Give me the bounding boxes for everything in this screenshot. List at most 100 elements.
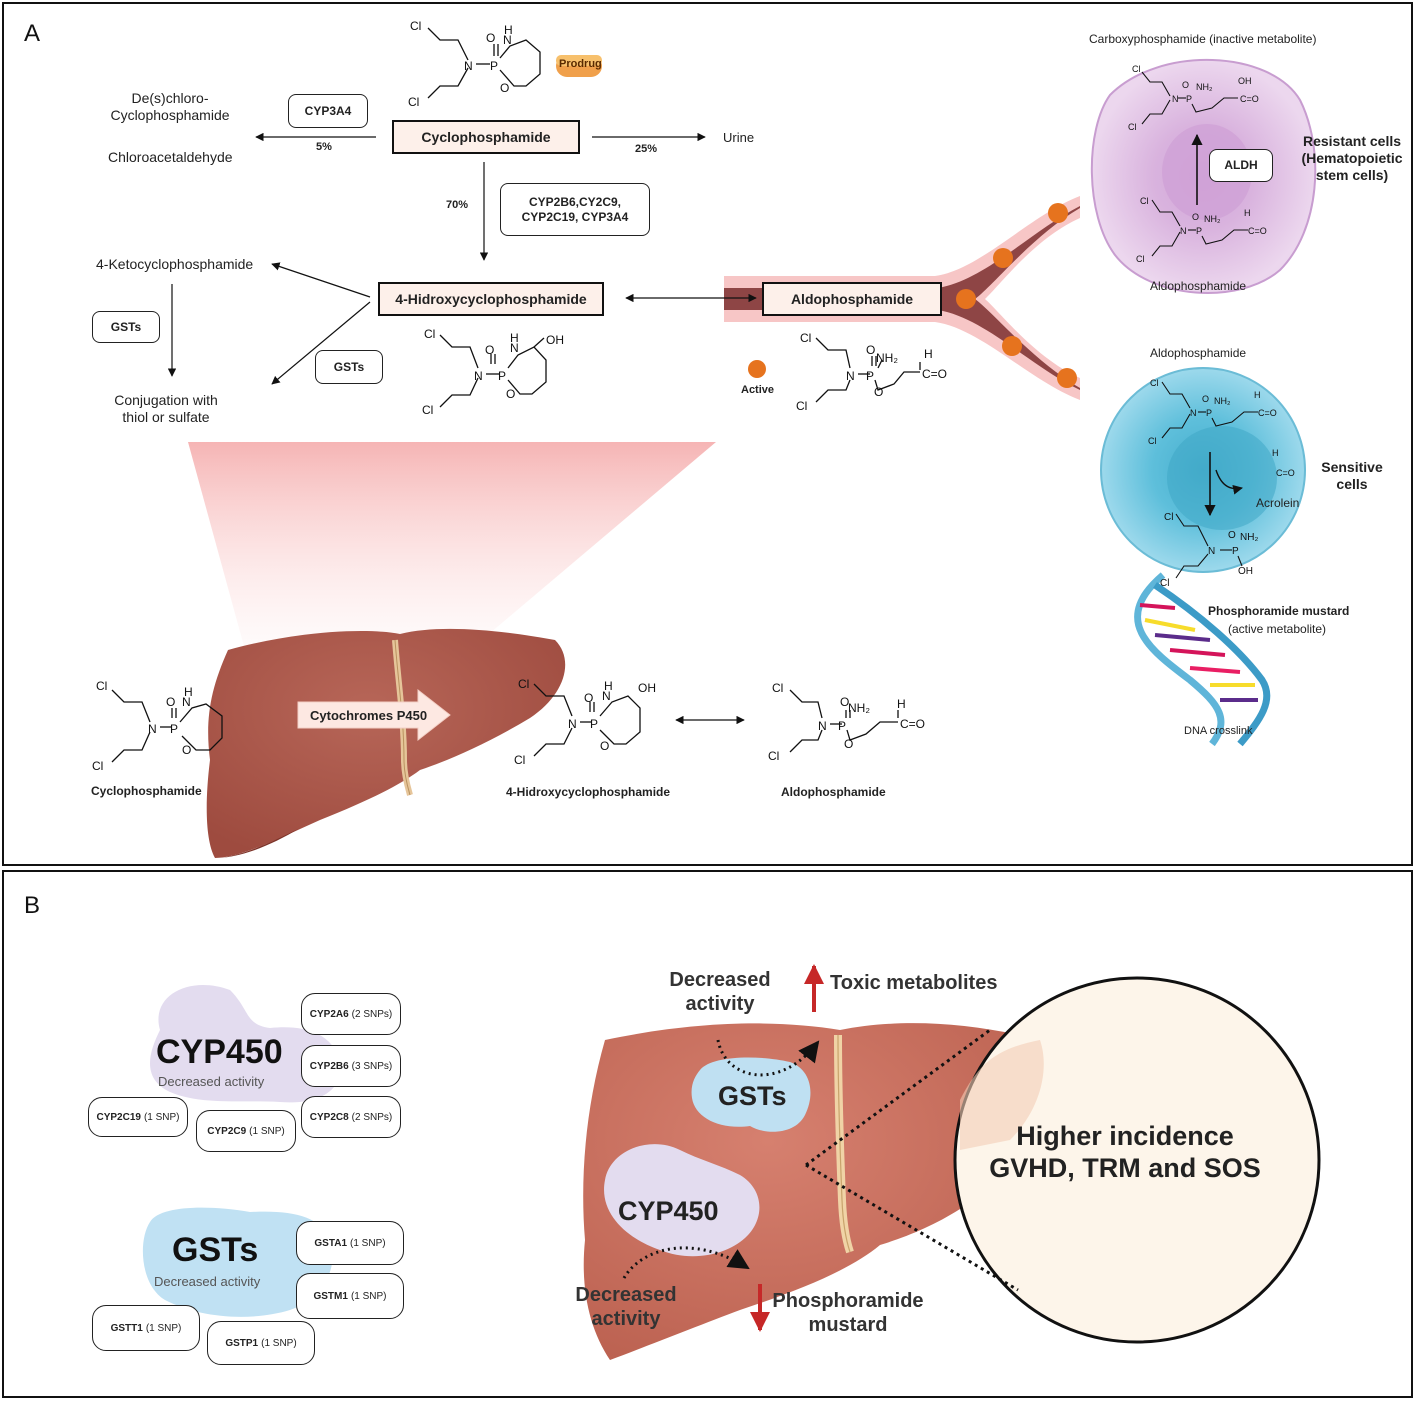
svg-text:O: O [874, 385, 883, 399]
svg-text:N: N [1190, 408, 1197, 418]
gsts-blob [142, 1207, 333, 1317]
svg-text:O: O [1182, 80, 1189, 90]
cyclophosphamide-molecule [427, 27, 541, 99]
svg-text:N: N [846, 369, 855, 383]
svg-text:P: P [170, 722, 178, 736]
svg-text:NH₂: NH₂ [1240, 532, 1258, 543]
snp-gstp1: GSTP1(1 SNP) [207, 1321, 315, 1365]
svg-text:OH: OH [1238, 566, 1253, 577]
snp-gene: GSTT1 [110, 1322, 143, 1334]
svg-text:P: P [590, 717, 598, 731]
gsts-title: GSTs [172, 1231, 259, 1269]
liver-aldo-molecule [789, 689, 899, 753]
svg-text:C=O: C=O [1240, 94, 1259, 104]
gsts-label-left: GSTs [110, 319, 142, 334]
svg-text:Cl: Cl [1140, 196, 1149, 206]
svg-text:H: H [604, 679, 613, 693]
svg-text:Cl: Cl [1136, 254, 1145, 264]
svg-text:N: N [148, 722, 157, 736]
magnifier-circle [953, 976, 1321, 1344]
cytochromes-arrow [297, 688, 451, 742]
mustard-label: Phosphoramide mustard [1208, 604, 1350, 618]
svg-text:H: H [1244, 208, 1251, 218]
hidroxy-molecule [439, 334, 547, 408]
gsts-box-left: GSTs [92, 311, 160, 343]
svg-text:Cl: Cl [96, 679, 107, 693]
svg-text:O: O [182, 743, 191, 757]
svg-text:O: O [1228, 530, 1236, 541]
snp-count: (1 SNP) [143, 1111, 180, 1123]
toxic-metabolites-label: Toxic metabolites [830, 972, 998, 994]
conjugation-label: Conjugation with thiol or sulfate [114, 392, 218, 425]
svg-text:Cl: Cl [768, 749, 779, 763]
svg-text:H: H [504, 23, 513, 37]
svg-text:H: H [184, 685, 193, 699]
resistant-cell [1090, 59, 1317, 294]
svg-text:Cl: Cl [772, 681, 783, 695]
panel-a-label: A [24, 20, 41, 47]
gsts-box-mid: GSTs [315, 350, 383, 384]
urine-label: Urine [723, 130, 755, 145]
ketocyclo-label: 4-Ketocyclophosphamide [96, 256, 254, 272]
svg-text:O: O [584, 691, 593, 705]
gsts-subtitle: Decreased activity [154, 1274, 261, 1289]
liver-gsts-label: GSTs [718, 1081, 787, 1111]
svg-text:N: N [1208, 546, 1215, 557]
cyp450-blob [150, 984, 341, 1103]
cyp3a4-box: CYP3A4 [288, 94, 368, 128]
liver-hidroxy-molecule [533, 683, 641, 757]
svg-text:NH₂: NH₂ [1196, 82, 1213, 92]
svg-text:Cl: Cl [518, 677, 529, 691]
svg-text:N: N [510, 341, 519, 355]
svg-text:C=O: C=O [1258, 408, 1277, 418]
svg-text:Cl: Cl [1132, 64, 1141, 74]
svg-text:NH₂: NH₂ [1204, 214, 1221, 224]
snp-cyp2c9: CYP2C9(1 SNP) [196, 1110, 296, 1152]
aldo-cell-label-top: Aldophosphamide [1150, 279, 1247, 293]
liver-hidroxy-label: 4-Hidroxycyclophosphamide [506, 785, 671, 799]
cyp3a4-label: CYP3A4 [304, 103, 352, 118]
svg-text:P: P [1232, 546, 1239, 557]
svg-text:Cl: Cl [796, 399, 807, 413]
svg-text:O: O [1192, 212, 1199, 222]
snp-gene: CYP2B6 [309, 1060, 349, 1072]
aldophosphamide-molecule [815, 337, 921, 403]
mustard-sub-label: (active metabolite) [1228, 622, 1327, 636]
svg-text:O: O [1202, 394, 1209, 404]
snp-gene: CYP2C19 [96, 1111, 141, 1123]
gsts-label-mid: GSTs [333, 359, 365, 374]
svg-text:H: H [510, 331, 519, 345]
cyp-multi-label: CYP2B6,CY2C9, CYP2C19, CYP3A4 [521, 194, 629, 224]
panel-b-label: B [24, 892, 41, 919]
svg-text:Cl: Cl [1160, 578, 1169, 589]
cyp450-title: CYP450 [156, 1033, 283, 1071]
cyp450-subtitle: Decreased activity [158, 1074, 265, 1089]
pct-70: 70% [446, 199, 469, 211]
svg-text:OH: OH [638, 681, 656, 695]
cyp-multi-box: CYP2B6,CY2C9, CYP2C19, CYP3A4 [500, 183, 650, 236]
svg-text:P: P [1186, 94, 1192, 104]
svg-text:O: O [866, 343, 875, 357]
liver-cyp450-blob [604, 1144, 760, 1257]
snp-count: (1 SNP) [261, 1337, 297, 1349]
svg-text:H: H [924, 347, 933, 361]
dechloro-label: De(s)chloro- Cyclophosphamide [110, 90, 230, 123]
svg-text:Cl: Cl [800, 331, 811, 345]
svg-text:Cl: Cl [92, 759, 103, 773]
aldh-label: ALDH [1224, 158, 1258, 172]
carboxy-label: Carboxyphosphamide (inactive metabolite) [1089, 32, 1317, 46]
cyclophosphamide-label: Cyclophosphamide [421, 129, 551, 145]
svg-text:Cl: Cl [410, 19, 421, 33]
svg-text:O: O [486, 31, 495, 45]
svg-text:NH₂: NH₂ [876, 351, 898, 365]
liver-gsts-blob [691, 1057, 811, 1132]
dna-label: DNA crosslink [1184, 725, 1253, 737]
svg-text:Cl: Cl [422, 403, 433, 417]
svg-text:Cl: Cl [408, 95, 419, 109]
snp-count: (2 SNPs) [351, 1111, 393, 1123]
svg-text:C=O: C=O [1276, 468, 1295, 478]
snp-gstt1: GSTT1(1 SNP) [92, 1305, 200, 1351]
phosphoramide-label: Phosphoramide mustard [772, 1290, 924, 1336]
snp-count: (1 SNP) [350, 1237, 386, 1249]
